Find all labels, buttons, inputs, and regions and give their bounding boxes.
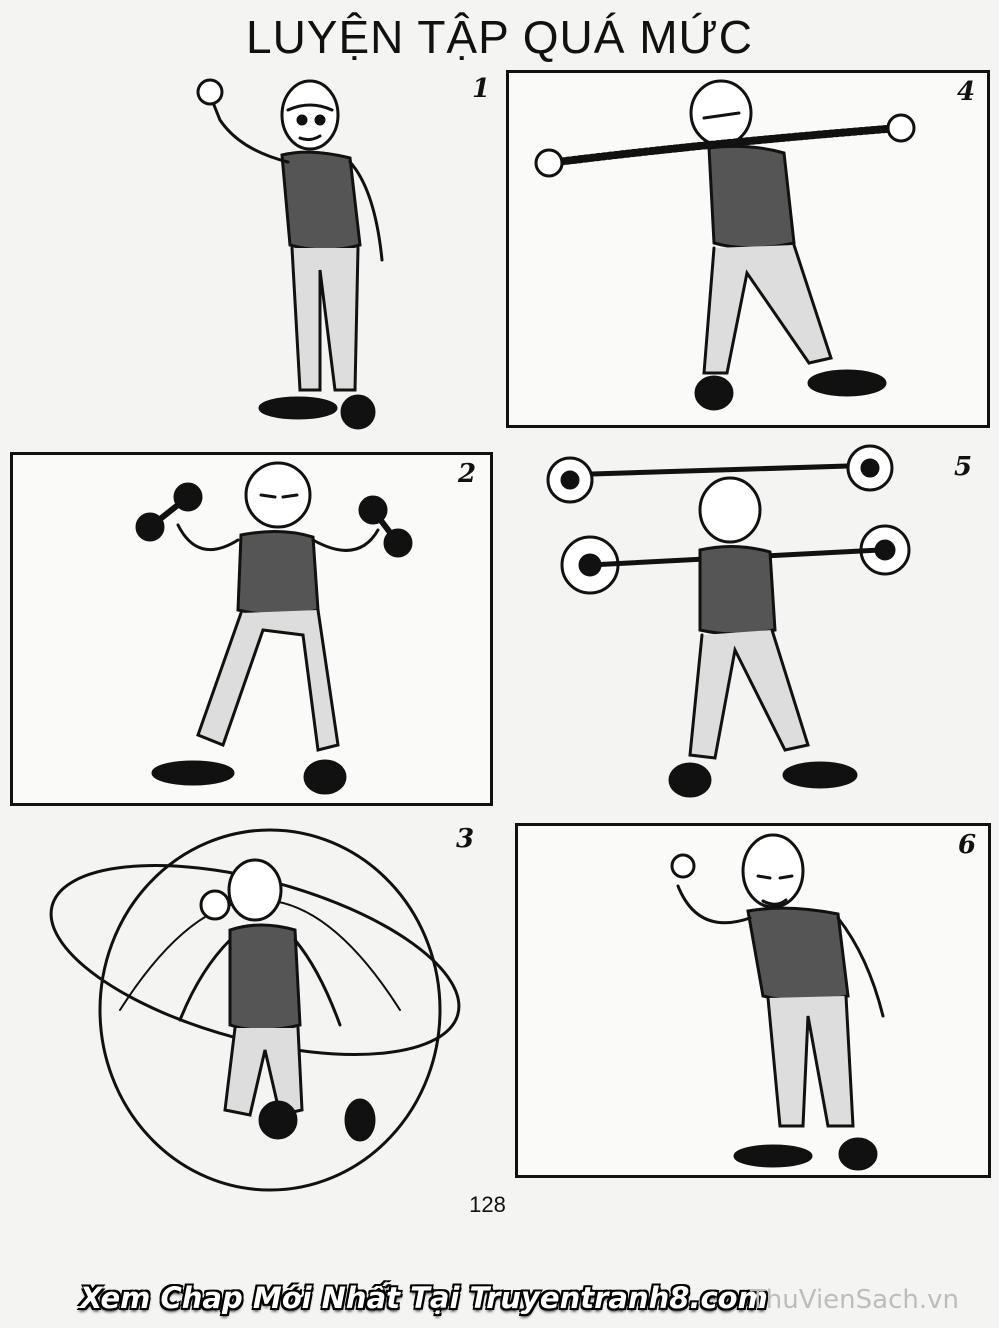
old-man-exhausted-drawing xyxy=(670,833,885,1171)
site-watermark: ThuVienSach.vn xyxy=(749,1285,959,1315)
comic-panel-6: 6 xyxy=(515,823,991,1178)
comic-title: LUYỆN TẬP QUÁ MỨC xyxy=(245,11,754,63)
comic-panel-4: 4 xyxy=(506,70,990,428)
old-man-jump-rope-drawing xyxy=(49,828,461,1192)
page-number: 128 xyxy=(469,1192,506,1217)
comic-panel-3: 3 xyxy=(40,820,500,1200)
old-man-spring-expander-drawing xyxy=(534,79,916,411)
panel-number: 6 xyxy=(958,830,977,860)
panel-number: 3 xyxy=(456,824,475,854)
comic-panel-1: 1 xyxy=(160,70,500,440)
panel-number: 4 xyxy=(957,77,976,107)
old-man-flexing-drawing xyxy=(196,78,384,430)
comic-panel-5: 5 xyxy=(530,440,990,810)
panel-number: 5 xyxy=(954,452,973,482)
old-man-barbell-drawing xyxy=(546,444,911,798)
panel-number: 1 xyxy=(472,74,491,104)
panel-number: 2 xyxy=(458,459,477,489)
old-man-dumbbells-drawing xyxy=(135,461,413,795)
comic-panel-2: 2 xyxy=(10,452,493,806)
promo-banner-link[interactable]: Xem Chap Mới Nhất Tại Truyentranh8.com xyxy=(80,1281,768,1315)
